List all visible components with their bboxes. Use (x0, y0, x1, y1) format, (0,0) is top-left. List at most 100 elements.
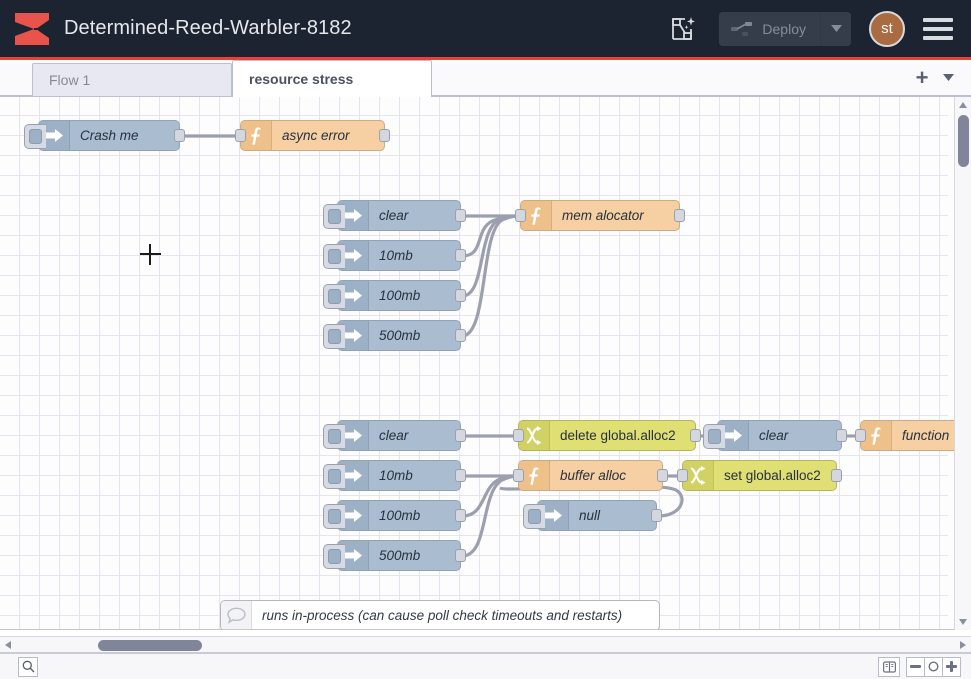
avatar[interactable]: st (869, 11, 905, 47)
canvas-grid (0, 97, 948, 630)
node-10mb-2[interactable]: 10mb (337, 460, 461, 491)
node-buffer-alloc[interactable]: buffer alloc (518, 460, 663, 491)
inject-arrow-icon (544, 507, 563, 524)
scroll-left-arrow[interactable] (5, 641, 11, 649)
scroll-up-arrow[interactable] (959, 102, 967, 108)
inject-arrow-icon (344, 507, 363, 524)
change-swap-icon (525, 426, 544, 445)
node-100mb-1[interactable]: 100mb (337, 280, 461, 311)
node-output-port[interactable] (455, 509, 466, 522)
inject-trigger-button[interactable] (523, 504, 545, 529)
node-output-port[interactable] (174, 129, 185, 142)
node-500mb-2[interactable]: 500mb (337, 540, 461, 571)
node-output-port[interactable] (836, 429, 847, 442)
node-output-port[interactable] (690, 429, 701, 442)
node-10mb-1[interactable]: 10mb (337, 240, 461, 271)
node-crash-me[interactable]: Crash me (38, 120, 180, 151)
navigator-book-icon[interactable] (878, 657, 900, 677)
node-output-port[interactable] (674, 209, 685, 222)
deploy-button[interactable]: Deploy (719, 12, 821, 46)
inject-trigger-button[interactable] (323, 504, 345, 529)
node-output-port[interactable] (455, 469, 466, 482)
node-comment[interactable]: runs in-process (can cause poll check ti… (220, 600, 660, 630)
inject-arrow-icon (344, 547, 363, 564)
canvas-vertical-scrollbar[interactable] (954, 97, 971, 630)
flow-canvas[interactable]: Crash me async error clear 10mb 100mb 500mb me… (0, 97, 971, 630)
canvas-horizontal-scrollbar[interactable] (0, 636, 971, 653)
inject-trigger-button[interactable] (323, 544, 345, 569)
node-async-error[interactable]: async error (240, 120, 385, 151)
inject-trigger-button[interactable] (323, 284, 345, 309)
node-output-port[interactable] (651, 509, 662, 522)
node-mem-alocator[interactable]: mem alocator (520, 200, 680, 231)
node-input-port[interactable] (513, 469, 524, 482)
node-clear-3[interactable]: clear (717, 420, 842, 451)
node-label: 100mb (369, 281, 460, 310)
flow-sparkle-ai-icon[interactable] (661, 7, 705, 51)
inject-arrow-icon (724, 427, 743, 444)
node-output-port[interactable] (657, 469, 668, 482)
node-500mb-1[interactable]: 500mb (337, 320, 461, 351)
node-output-port[interactable] (455, 429, 466, 442)
avatar-initials: st (881, 20, 893, 37)
inject-trigger-button[interactable] (323, 324, 345, 349)
hamburger-menu-icon[interactable] (923, 12, 957, 46)
deploy-button-group[interactable]: Deploy (719, 12, 851, 46)
add-flow-button[interactable]: + (907, 60, 937, 96)
inject-trigger-button[interactable] (323, 244, 345, 269)
node-input-port[interactable] (677, 469, 688, 482)
node-null-inject[interactable]: null (537, 500, 657, 531)
node-output-port[interactable] (831, 469, 842, 482)
change-swap-icon (689, 466, 708, 485)
scroll-down-arrow[interactable] (959, 619, 967, 625)
inject-trigger-button[interactable] (24, 124, 46, 149)
inject-trigger-button[interactable] (703, 424, 725, 449)
tab-resource-stress[interactable]: resource stress (232, 60, 432, 97)
tab-flow-1[interactable]: Flow 1 (32, 63, 232, 96)
tab-list-menu-button[interactable] (937, 60, 971, 96)
node-label: mem alocator (552, 201, 679, 230)
deploy-dropdown-toggle[interactable] (821, 12, 851, 46)
function-f-icon (527, 466, 542, 486)
node-label: clear (749, 421, 841, 450)
node-label: clear (369, 421, 460, 450)
node-output-port[interactable] (455, 549, 466, 562)
node-clear-1[interactable]: clear (337, 200, 461, 231)
node-red-logo (14, 11, 50, 47)
search-icon[interactable] (18, 657, 38, 677)
node-input-port[interactable] (235, 129, 246, 142)
inject-arrow-icon (344, 467, 363, 484)
zoom-reset-button[interactable] (924, 657, 943, 677)
node-input-port[interactable] (515, 209, 526, 222)
inject-trigger-button[interactable] (323, 424, 345, 449)
inject-trigger-button[interactable] (323, 464, 345, 489)
node-output-port[interactable] (379, 129, 390, 142)
chevron-down-icon (831, 25, 842, 32)
app-header: Determined-Reed-Warbler-8182 Deploy (0, 0, 971, 60)
zoom-out-button[interactable] (906, 657, 925, 677)
deploy-icon (731, 21, 753, 37)
node-100mb-2[interactable]: 100mb (337, 500, 461, 531)
scroll-right-arrow[interactable] (960, 641, 966, 649)
node-output-port[interactable] (455, 209, 466, 222)
node-delete-alloc2[interactable]: delete global.alloc2 (518, 420, 696, 451)
vertical-scroll-thumb[interactable] (958, 115, 969, 167)
node-label: 10mb (369, 241, 460, 270)
node-input-port[interactable] (513, 429, 524, 442)
chevron-down-icon (943, 74, 954, 81)
status-bar (0, 653, 971, 679)
node-output-port[interactable] (455, 289, 466, 302)
horizontal-scroll-thumb[interactable] (98, 640, 202, 651)
node-input-port[interactable] (855, 429, 866, 442)
node-output-port[interactable] (455, 249, 466, 262)
node-clear-2[interactable]: clear (337, 420, 461, 451)
node-set-alloc2[interactable]: set global.alloc2 (682, 460, 837, 491)
zoom-in-button[interactable] (942, 657, 961, 677)
node-red-logo-icon (14, 12, 50, 46)
comment-bubble-icon (221, 601, 252, 630)
comment-bubble-icon (227, 607, 246, 624)
inject-trigger-button[interactable] (323, 204, 345, 229)
inject-arrow-icon (344, 327, 363, 344)
node-output-port[interactable] (455, 329, 466, 342)
page-title: Determined-Reed-Warbler-8182 (64, 17, 352, 40)
